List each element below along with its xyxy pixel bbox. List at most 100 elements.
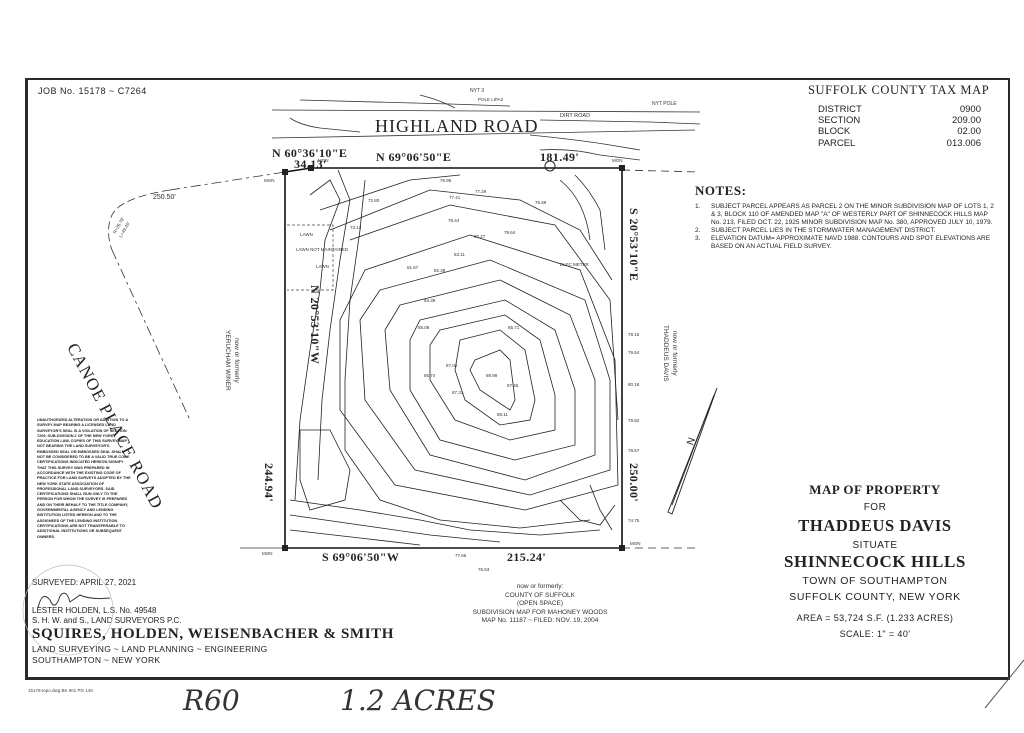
note-item: 1.SUBJECT PARCEL APPEARS AS PARCEL 2 ON …	[695, 203, 995, 227]
adjoiner-west: now or formerly YERUCHAM WINER	[223, 330, 241, 391]
firm-location: SOUTHAMPTON ~ NEW YORK	[32, 655, 161, 665]
monument-marker	[308, 165, 314, 171]
lawn-label: LAWN	[316, 264, 329, 269]
title-county: SUFFOLK COUNTY, NEW YORK	[789, 591, 961, 603]
adjoiner-prefix: now or formerly	[671, 330, 678, 376]
surveyor-block: SURVEYED: APRIL 27, 2021 LESTER HOLDEN, …	[32, 578, 182, 626]
distance-east: 250.00'	[627, 463, 641, 503]
lawn-not-maintained-label: LAWN NOT MAINTAINED	[296, 247, 349, 252]
tax-value: 02.00	[957, 126, 981, 138]
spot-elevation: 76.95	[440, 178, 452, 183]
monument-label: MON	[630, 541, 641, 546]
pole-label-nyt3: NYT 3	[470, 88, 485, 94]
spot-elevation: 72.80	[368, 198, 380, 203]
adjoiner-east: now or formerly THADDEUS DAVIS	[661, 325, 679, 382]
title-for: FOR	[863, 502, 887, 513]
edge-elevation: 77.66	[455, 553, 467, 558]
disclaimer-text: UNAUTHORIZED ALTERATION OR ADDITION TO A…	[37, 418, 131, 539]
survey-date: SURVEYED: APRIL 27, 2021	[32, 578, 137, 587]
surveyor-licensee: LESTER HOLDEN, L.S. No. 49548	[32, 606, 157, 615]
spot-elevation: 87.04	[446, 363, 458, 368]
tax-value: 209.00	[951, 115, 981, 127]
dirt-road-label: DIRT ROAD	[560, 113, 591, 119]
utility-pole-icon	[544, 160, 556, 172]
spot-elevation: 87.45	[507, 383, 519, 388]
spot-elevation: 81.67	[407, 265, 419, 270]
edge-elevation: 74.75	[628, 518, 640, 523]
adjoiner-use: (OPEN SPACE)	[516, 600, 564, 607]
distance-northwest: 34.13'	[294, 157, 327, 171]
spot-elevation: 83.11	[454, 252, 465, 257]
firm-services: LAND SURVEYING ~ LAND PLANNING ~ ENGINEE…	[32, 644, 268, 654]
firm-details: LAND SURVEYING ~ LAND PLANNING ~ ENGINEE…	[32, 644, 268, 666]
spot-elevation: 80.27	[474, 234, 486, 239]
spot-elevation: 85.74	[424, 373, 436, 378]
spot-elevation: 75.69	[535, 200, 547, 205]
title-area: AREA = 53,724 S.F. (1.233 ACRES)	[796, 613, 954, 623]
title-town: TOWN OF SOUTHAMPTON	[802, 575, 948, 587]
monument-label: MON	[264, 178, 275, 183]
title-owner: THADDEUS DAVIS	[798, 516, 952, 535]
monument-marker	[619, 165, 625, 171]
edge-elevation: 76.53	[478, 567, 490, 572]
spot-elevation: 87.31	[452, 390, 464, 395]
distance-west: 244.94'	[262, 463, 276, 503]
drawing-border	[25, 78, 1010, 680]
note-number: 1.	[695, 203, 701, 210]
spot-elevation: 82.39	[434, 268, 446, 273]
monument-marker	[282, 169, 288, 175]
north-arrow-icon	[667, 387, 718, 515]
road-label-highland: HIGHLAND ROAD	[375, 116, 539, 136]
title-locality: SHINNECOCK HILLS	[783, 552, 966, 571]
note-text: SUBJECT PARCEL LIES IN THE STORMWATER MA…	[711, 227, 936, 234]
distance-south: 215.24'	[507, 550, 547, 564]
adjoiner-owner: COUNTY OF SUFFOLK	[505, 591, 575, 599]
pole-label-lipa: POLE LIPA2	[478, 97, 504, 102]
note-number: 3.	[695, 235, 701, 242]
title-map-of-property: MAP OF PROPERTY	[809, 482, 941, 497]
adjoiner-map-number: MAP No. 11187 ~ FILED: NOV. 19, 2004	[481, 617, 599, 624]
tax-label: DISTRICT	[818, 104, 862, 115]
notes-list: 1.SUBJECT PARCEL APPEARS AS PARCEL 2 ON …	[695, 203, 995, 251]
spot-elevation: 88.11	[497, 412, 508, 417]
pole-label-nyt: NYT POLE	[652, 101, 677, 107]
tax-value: 0900	[959, 104, 981, 115]
adjoiner-prefix: now or formerly:	[516, 583, 564, 590]
monument-marker	[282, 545, 288, 551]
bearing-east: S 20°53'10"E	[627, 208, 641, 282]
adjoiner-owner: THADDEUS DAVIS	[662, 325, 670, 382]
spot-elevation: 73.13	[350, 225, 362, 230]
tax-row-district: DISTRICT 0900	[818, 104, 981, 115]
bearing-south: S 69°06'50"W	[322, 550, 400, 564]
note-number: 2.	[695, 227, 701, 234]
bearing-west: N 20°53'10"W	[308, 285, 322, 365]
tax-value: 013.006	[946, 137, 981, 149]
spot-elevation: 77.29	[475, 189, 487, 194]
file-reference: 15178-topo.dwg BK 901 PG 149	[28, 688, 93, 693]
edge-elevation: 80.18	[628, 382, 640, 387]
lawn-label: LAWN	[300, 232, 313, 237]
notes-title: NOTES:	[695, 183, 747, 198]
title-scale: SCALE: 1" = 40'	[839, 629, 911, 639]
edge-elevation: 78.15	[628, 332, 640, 337]
handwritten-acreage: 1.2 ACRES	[340, 684, 496, 717]
bearing-northwest: N 60°36'10"E	[272, 146, 348, 160]
spot-elevation: 78.44	[448, 218, 460, 223]
tax-map-title: SUFFOLK COUNTY TAX MAP	[808, 83, 990, 97]
note-item: 2. SUBJECT PARCEL LIES IN THE STORMWATER …	[695, 227, 995, 235]
handwritten-zoning: R60	[183, 684, 240, 717]
spot-elevation: 85.08	[418, 325, 430, 330]
monument-label: MON	[612, 158, 623, 163]
signature-space	[32, 588, 182, 606]
edge-elevation: 79.54	[628, 350, 640, 355]
spot-elevation: 89.98	[486, 373, 498, 378]
spot-elevation: 85.71	[508, 325, 520, 330]
job-number: JOB No. 15178 ~ C7264	[38, 86, 147, 96]
curve-distance: 250.50'	[153, 194, 176, 201]
spot-elevation: 79.64	[504, 230, 516, 235]
firm-name: SQUIRES, HOLDEN, WEISENBACHER & SMITH	[32, 626, 394, 642]
